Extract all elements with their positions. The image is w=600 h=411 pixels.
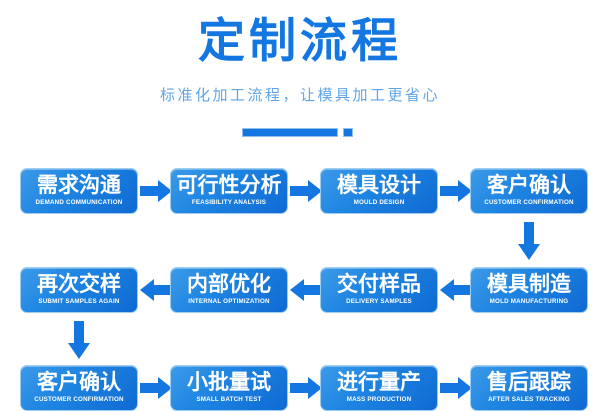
flow-node-subtitle: DEMAND COMMUNICATION xyxy=(35,199,123,206)
flow-node-mass-production[interactable]: 进行量产 MASS PRODUCTION xyxy=(320,365,438,411)
flow-row-3: 客户确认 CUSTOMER CONFIRMATION 小批量试 SMALL BA… xyxy=(0,365,600,411)
flow-node-title: 模具制造 xyxy=(487,272,571,296)
flow-node-title: 客户确认 xyxy=(487,173,571,197)
flow-node-subtitle: FEASIBILITY ANALYSIS xyxy=(191,199,267,206)
arrow-left-icon xyxy=(290,279,322,301)
flow-node-small-batch-test[interactable]: 小批量试 SMALL BATCH TEST xyxy=(170,365,288,411)
flow-node-customer-confirmation-2[interactable]: 客户确认 CUSTOMER CONFIRMATION xyxy=(20,365,138,411)
flow-node-title: 进行量产 xyxy=(337,370,421,394)
flow-row-2: 再次交样 SUBMIT SAMPLES AGAIN 内部优化 INTERNAL … xyxy=(0,267,600,313)
arrow-right-icon xyxy=(140,377,172,399)
flow-node-title: 需求沟通 xyxy=(37,173,121,197)
arrow-right-icon xyxy=(290,180,322,202)
flow-node-title: 小批量试 xyxy=(187,370,271,394)
page-title: 定制流程 xyxy=(198,14,402,69)
flow-node-customer-confirmation-1[interactable]: 客户确认 CUSTOMER CONFIRMATION xyxy=(470,168,588,214)
flow-node-subtitle: MASS PRODUCTION xyxy=(346,396,412,403)
flow-node-feasibility-analysis[interactable]: 可行性分析 FEASIBILITY ANALYSIS xyxy=(170,168,288,214)
arrow-right-icon xyxy=(440,377,472,399)
flow-node-subtitle: SUBMIT SAMPLES AGAIN xyxy=(38,298,120,305)
arrow-right-icon xyxy=(440,180,472,202)
flow-node-submit-samples-again[interactable]: 再次交样 SUBMIT SAMPLES AGAIN xyxy=(20,267,138,313)
flow-node-subtitle: AFTER SALES TRACKING xyxy=(488,396,570,403)
arrow-right-icon xyxy=(140,180,172,202)
flow-node-subtitle: CUSTOMER CONFIRMATION xyxy=(34,396,124,403)
flow-node-subtitle: SMALL BATCH TEST xyxy=(196,396,262,403)
header-divider xyxy=(0,128,600,138)
flow-node-title: 交付样品 xyxy=(337,272,421,296)
flow-node-after-sales-tracking[interactable]: 售后跟踪 AFTER SALES TRACKING xyxy=(470,365,588,411)
flow-node-title: 内部优化 xyxy=(187,272,271,296)
page-subtitle: 标准化加工流程，让模具加工更省心 xyxy=(159,86,440,104)
flow-node-subtitle: CUSTOMER CONFIRMATION xyxy=(484,199,574,206)
flow-node-demand-communication[interactable]: 需求沟通 DEMAND COMMUNICATION xyxy=(20,168,138,214)
header: 定制流程 标准化加工流程，让模具加工更省心 xyxy=(0,0,600,150)
flow-node-internal-optimization[interactable]: 内部优化 INTERNAL OPTIMIZATION xyxy=(170,267,288,313)
divider-bar-shape xyxy=(242,128,338,137)
flow-node-title: 客户确认 xyxy=(37,370,121,394)
process-flow-diagram: 需求沟通 DEMAND COMMUNICATION 可行性分析 FEASIBIL… xyxy=(0,150,600,411)
arrow-left-icon xyxy=(140,279,172,301)
arrow-down-icon xyxy=(68,321,90,359)
flow-node-subtitle: MOLD MANUFACTURING xyxy=(489,298,569,305)
flow-node-subtitle: INTERNAL OPTIMIZATION xyxy=(188,298,270,305)
flow-node-title: 售后跟踪 xyxy=(487,370,571,394)
flow-node-mold-manufacturing[interactable]: 模具制造 MOLD MANUFACTURING xyxy=(470,267,588,313)
divider-dot-shape xyxy=(343,128,353,137)
flow-node-mould-design[interactable]: 模具设计 MOULD DESIGN xyxy=(320,168,438,214)
flow-node-title: 再次交样 xyxy=(37,272,121,296)
arrow-down-icon xyxy=(518,222,540,260)
flow-node-subtitle: MOULD DESIGN xyxy=(353,199,405,206)
flow-row-1: 需求沟通 DEMAND COMMUNICATION 可行性分析 FEASIBIL… xyxy=(0,168,600,214)
arrow-right-icon xyxy=(290,377,322,399)
flow-node-title: 模具设计 xyxy=(337,173,421,197)
flow-node-title: 可行性分析 xyxy=(176,173,282,197)
flow-node-delivery-samples[interactable]: 交付样品 DELIVERY SAMPLES xyxy=(320,267,438,313)
arrow-left-icon xyxy=(440,279,472,301)
flow-node-subtitle: DELIVERY SAMPLES xyxy=(346,298,412,305)
